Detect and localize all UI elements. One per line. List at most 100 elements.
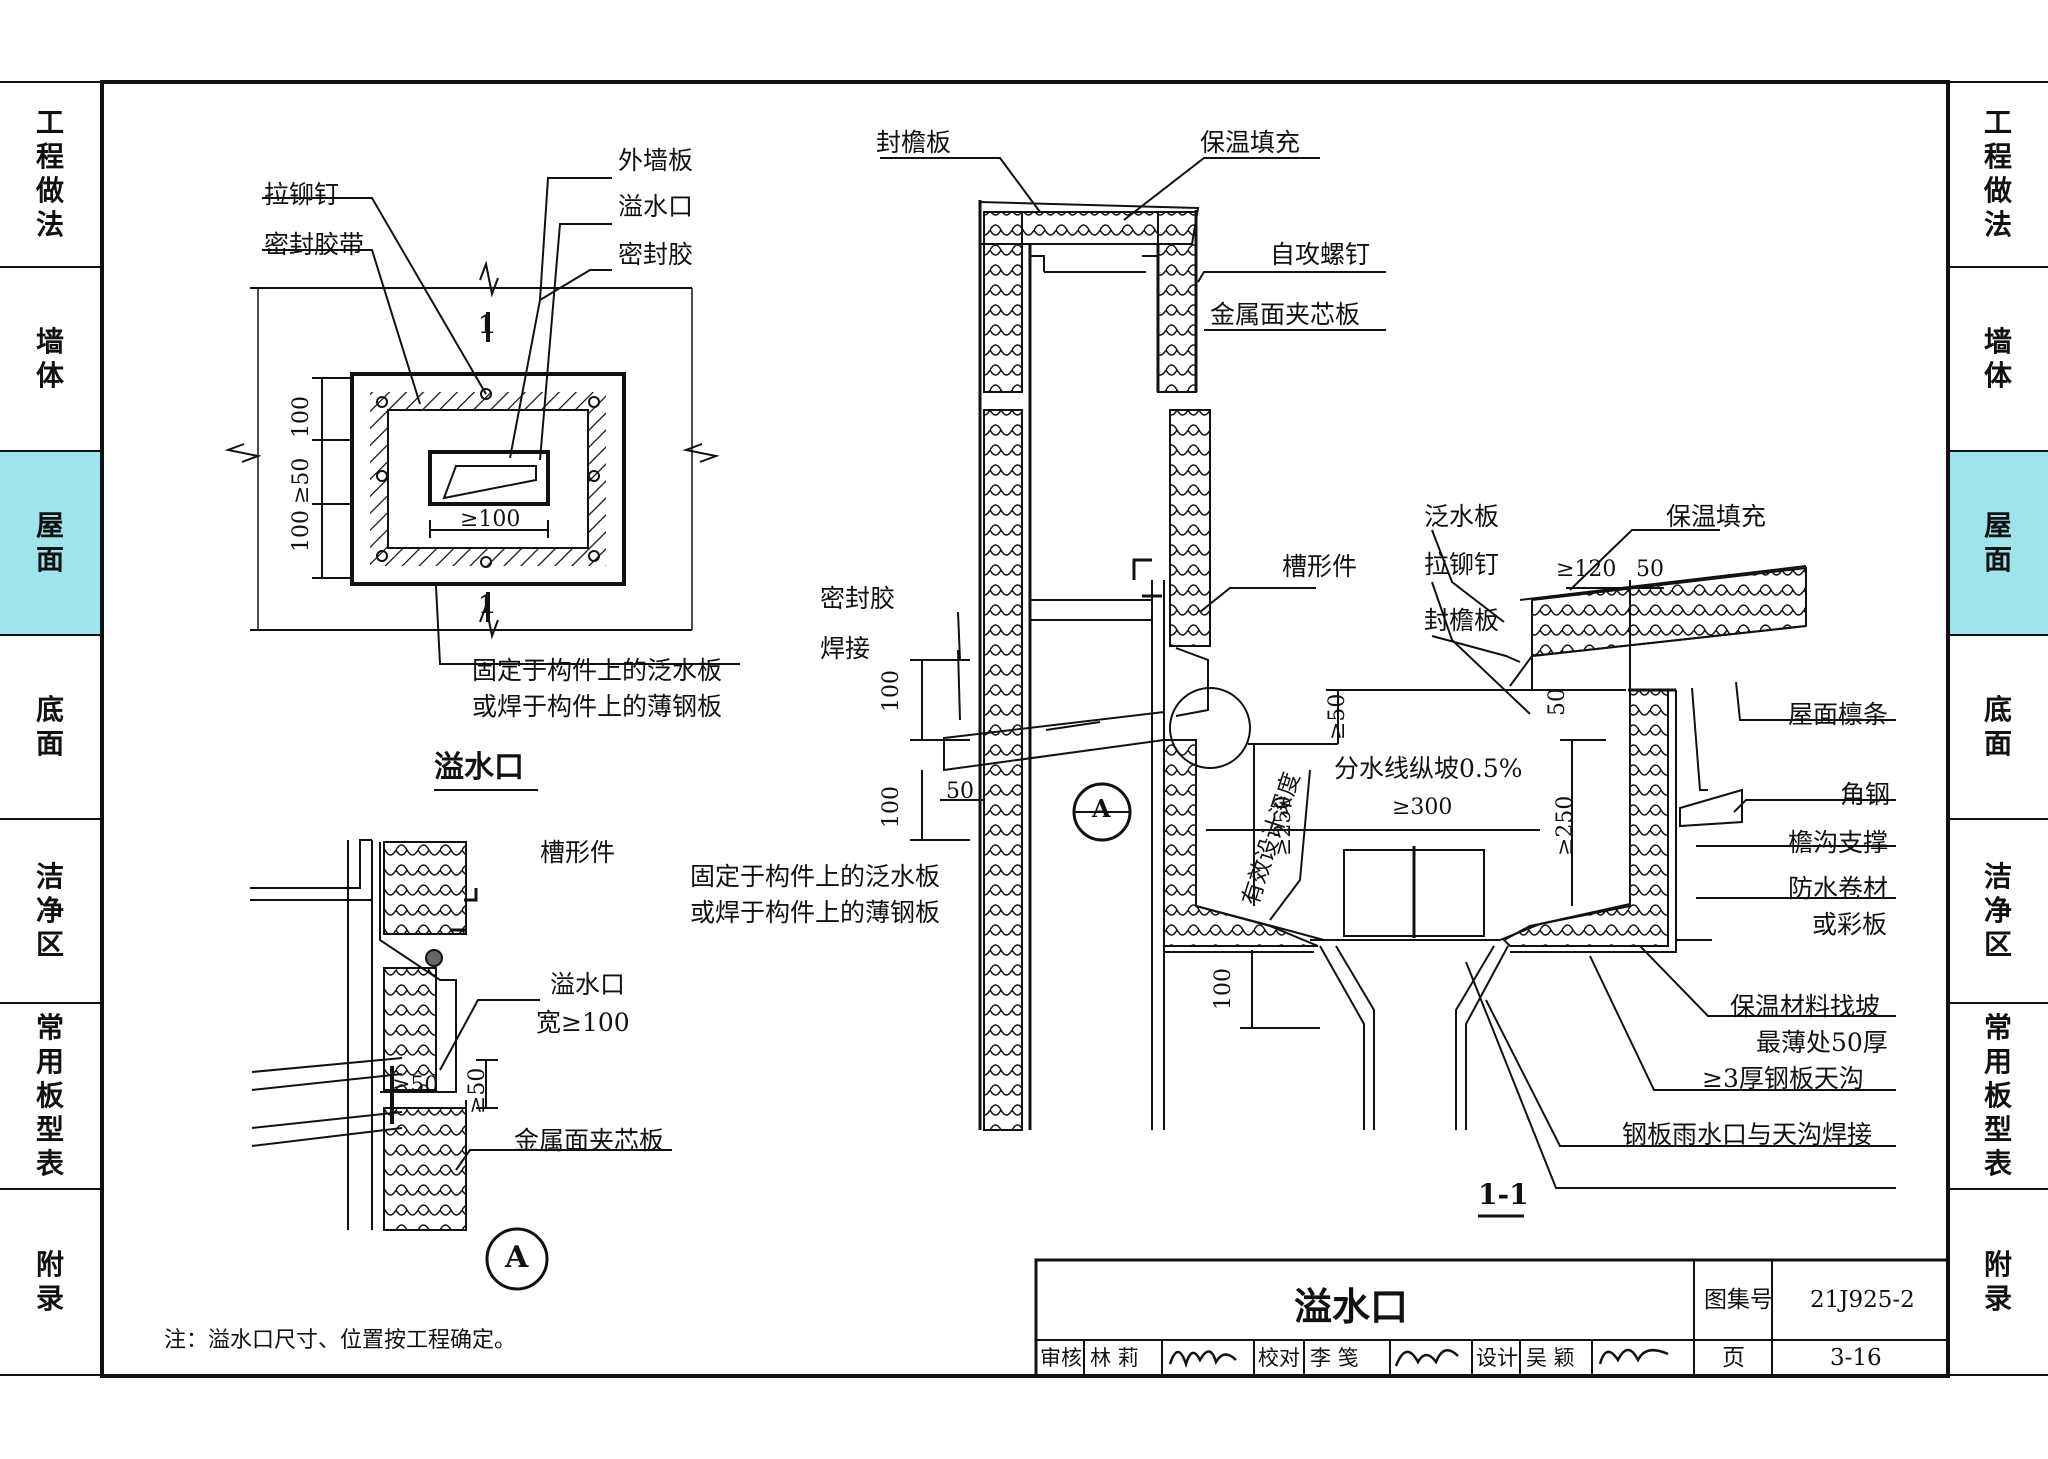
dim-plan-width: ≥100 [460,507,521,532]
tab-label: 附录 [35,1248,64,1315]
tab-label: 工程做法 [1983,106,2012,241]
dim-section-50-b: 50 [1636,557,1664,582]
tab-label: 墙体 [35,325,64,392]
label-drain-weld: 钢板雨水口与天沟焊接 [1622,1120,1873,1149]
right-tab-clean[interactable]: 洁净区 [1948,820,2048,1004]
section-mark-top: 1 [478,310,496,339]
label-section-flashing-2: 或焊于构件上的薄钢板 [690,898,941,927]
drawing-note: 注：溢水口尺寸、位置按工程确定。 [164,1328,517,1353]
detail-a [250,839,672,1291]
dim-plan-100-top: 100 [289,396,314,438]
label-outer-wall-panel: 外墙板 [618,146,694,175]
designer-name: 吴 颖 [1526,1346,1575,1370]
label-purlin: 屋面檩条 [1788,700,1889,729]
tab-label: 屋面 [1983,509,2012,576]
signature-designer [1598,1348,1669,1365]
label-divide-slope: 分水线纵坡0.5% [1334,754,1523,783]
label-section-flashing-1: 固定于构件上的泛水板 [690,862,941,891]
label-channel-section: 槽形件 [1282,552,1358,581]
tab-label: 底面 [35,693,64,760]
signature-reviewer [1168,1350,1237,1369]
left-tab-roof[interactable]: 屋面 [0,452,100,636]
left-tab-methods[interactable]: 工程做法 [0,82,100,268]
tab-label: 洁净区 [1983,860,2012,961]
label-waterproof-2: 或彩板 [1812,910,1888,939]
atlas-value: 21J925-2 [1810,1287,1915,1313]
signature-checker [1394,1349,1459,1367]
title-block [1034,1258,1950,1378]
plan-caption: 溢水口 [434,750,524,785]
detail-a-marker: A [505,1240,529,1275]
section-caption: 1-1 [1478,1178,1529,1211]
label-sandwich-panel: 金属面夹芯板 [1210,300,1361,329]
review-label: 审核 [1040,1346,1082,1370]
right-tab-wall[interactable]: 墙体 [1948,268,2048,452]
dim-section-120: ≥120 [1556,557,1617,582]
dim-section-50: 50 [946,779,974,804]
check-label: 校对 [1258,1346,1300,1370]
right-tab-roof[interactable]: 屋面 [1948,452,2048,636]
label-sealant-section: 密封胶 [820,584,896,613]
reviewer-name: 林 莉 [1090,1346,1139,1370]
right-tab-bottom[interactable]: 底面 [1948,636,2048,820]
design-label: 设计 [1476,1346,1518,1370]
tab-label: 底面 [1983,693,2012,760]
label-gutter-support: 檐沟支撑 [1788,828,1889,857]
dim-section-250-a: ≥250 [1271,795,1296,856]
atlas-label: 图集号 [1704,1287,1773,1313]
left-tab-clean[interactable]: 洁净区 [0,820,100,1004]
label-slope-2: 最薄处50厚 [1756,1028,1888,1057]
overflow-plan [224,177,740,791]
section-mark-bottom: 1 [478,590,496,619]
dim-section-100-b: 100 [879,786,904,828]
label-waterproof-1: 防水卷材 [1788,874,1889,903]
section-1-1 [880,157,1896,1218]
dim-section-100-c: 100 [1211,968,1236,1010]
dim-detail-50-horizontal: ≥50 [392,1073,439,1098]
right-tab-appendix[interactable]: 附录 [1948,1190,2048,1376]
sheet-title: 溢水口 [1294,1284,1409,1329]
tab-label: 工程做法 [35,106,64,241]
tab-label: 常用板型表 [1983,1011,2012,1180]
page-value: 3-16 [1830,1345,1882,1371]
left-tab-bottom[interactable]: 底面 [0,636,100,820]
label-sealant: 密封胶 [618,240,694,269]
label-right-insulation: 保温填充 [1666,502,1767,531]
checker-name: 李 笺 [1310,1346,1359,1370]
tab-label: 附录 [1983,1248,2012,1315]
right-tab-panels[interactable]: 常用板型表 [1948,1004,2048,1190]
label-self-tapping-screw: 自攻螺钉 [1270,240,1371,269]
tab-label: 洁净区 [35,860,64,961]
dim-section-100-a: 100 [879,670,904,712]
tab-label: 墙体 [1983,325,2012,392]
tab-label: 屋面 [35,509,64,576]
label-detail-width: 宽≥100 [536,1008,630,1037]
dim-section-300: ≥300 [1392,795,1453,820]
dim-plan-100-bottom: 100 [289,510,314,552]
dim-section-50-c: 50 [1545,688,1570,716]
label-plan-flashing-1: 固定于构件上的泛水板 [472,656,723,685]
label-slope-1: 保温材料找坡 [1730,992,1881,1021]
page-label: 页 [1722,1345,1745,1371]
right-tab-methods[interactable]: 工程做法 [1948,82,2048,268]
label-angle-steel: 角钢 [1840,780,1891,809]
label-detail-panel: 金属面夹芯板 [514,1126,665,1155]
label-right-flashing: 泛水板 [1424,502,1500,531]
left-tab-panels[interactable]: 常用板型表 [0,1004,100,1190]
label-eave-board: 封檐板 [876,128,952,157]
left-tab-appendix[interactable]: 附录 [0,1190,100,1376]
label-right-rivet: 拉铆钉 [1424,550,1500,579]
label-detail-overflow: 溢水口 [550,970,626,999]
label-overflow: 溢水口 [618,192,694,221]
label-plan-flashing-2: 或焊于构件上的薄钢板 [472,692,723,721]
dim-section-50-d: ≥50 [1325,693,1350,740]
dim-section-250-b: ≥250 [1553,795,1578,856]
label-sealing-tape: 密封胶带 [264,230,365,259]
dim-plan-50: ≥50 [289,457,314,504]
section-marker-letter: A [1092,794,1111,823]
label-steel-gutter: ≥3厚钢板天沟 [1702,1064,1864,1093]
sheet-frame [100,80,1950,1378]
left-tab-wall[interactable]: 墙体 [0,268,100,452]
label-detail-channel: 槽形件 [540,838,616,867]
